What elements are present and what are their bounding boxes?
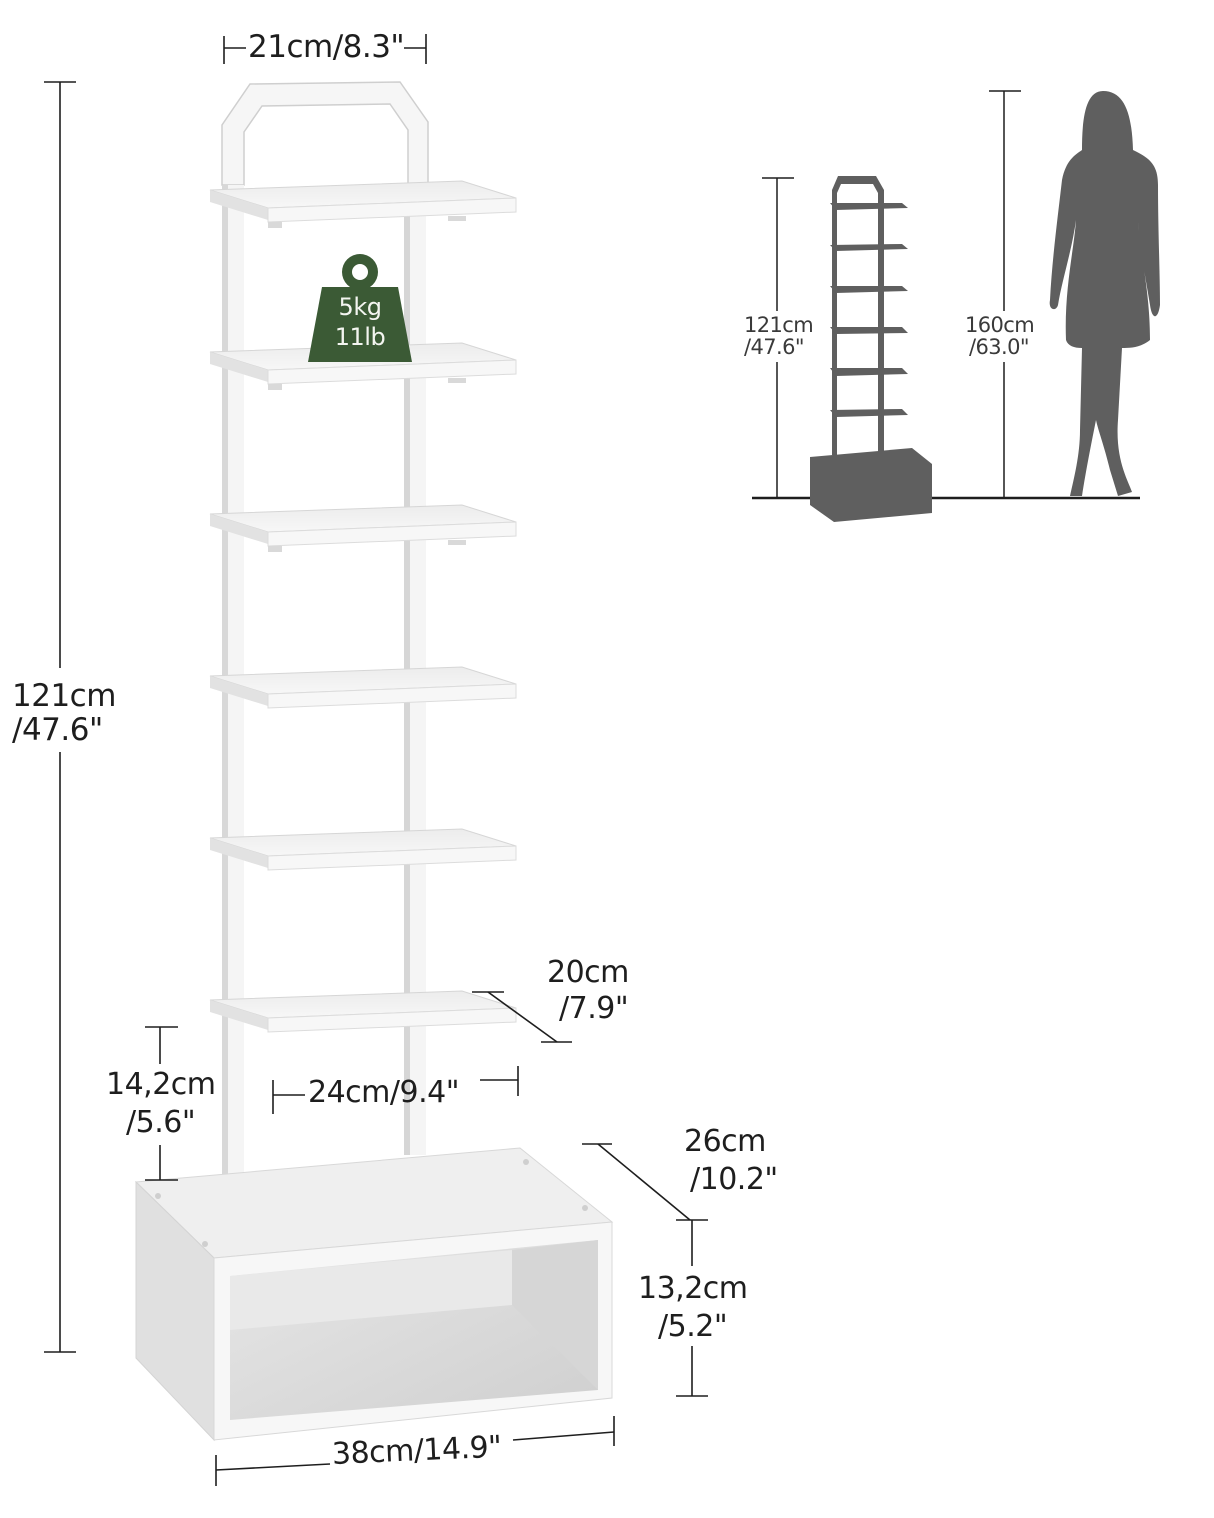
compare-person-in: /63.0"	[969, 335, 1030, 359]
base-depth-cm: 26cm	[684, 1124, 766, 1159]
base-height-cm: 13,2cm	[638, 1271, 748, 1306]
total-height-in: /47.6"	[12, 712, 103, 748]
base-depth-in: /10.2"	[690, 1162, 778, 1197]
weight-icon	[308, 254, 412, 362]
shelf-4	[209, 666, 517, 709]
compare-rack-cm: 121cm	[744, 313, 814, 337]
compare-person-height-label: 160cm /63.0"	[965, 313, 1035, 359]
top-width-label: 21cm/8.3"	[248, 29, 405, 65]
shelf-spacing-in: /5.6"	[126, 1105, 196, 1140]
shelves	[209, 180, 517, 1033]
base-depth-label: 26cm /10.2"	[684, 1123, 778, 1199]
compare-rack-in: /47.6"	[744, 335, 805, 359]
compare-person-cm: 160cm	[965, 313, 1035, 337]
compare-rack-height-label: 121cm /47.6"	[744, 313, 814, 359]
shelf-spacing-cm: 14,2cm	[106, 1067, 216, 1102]
weight-lb: 11lb	[334, 323, 386, 351]
total-height-label: 121cm /47.6"	[12, 679, 116, 747]
base-height-in: /5.2"	[658, 1309, 728, 1344]
weight-kg: 5kg	[338, 293, 382, 321]
storage-cube	[134, 1147, 614, 1442]
dimension-lines	[44, 34, 708, 1486]
scale-comparison	[752, 90, 1160, 522]
shelf-6	[209, 990, 517, 1033]
base-height-label: 13,2cm /5.2"	[638, 1270, 748, 1346]
shelf-width-label: 24cm/9.4"	[308, 1075, 460, 1110]
shelf-3	[209, 504, 517, 552]
shelf-depth-cm: 20cm	[547, 955, 629, 990]
shelf-spacing-label: 14,2cm /5.6"	[106, 1066, 216, 1142]
woman-silhouette-icon	[1049, 91, 1160, 496]
shelf-depth-in: /7.9"	[559, 991, 629, 1026]
total-height-cm: 121cm	[12, 678, 116, 714]
rack-silhouette-icon	[810, 176, 932, 522]
weight-capacity-label: 5kg 11lb	[305, 292, 415, 352]
shelf-5	[209, 828, 517, 871]
shelf-depth-label: 20cm /7.9"	[547, 955, 629, 1027]
base-width-label: 38cm/14.9"	[331, 1429, 503, 1472]
shelf-1	[209, 180, 517, 228]
